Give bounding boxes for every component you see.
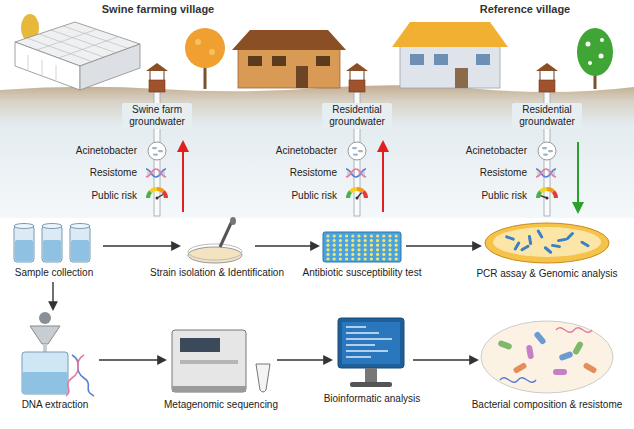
ground bbox=[0, 85, 634, 218]
wells bbox=[146, 63, 558, 216]
step-text: DNA extraction bbox=[22, 399, 89, 411]
workflow-step: Antibiotic susceptibility test bbox=[321, 228, 403, 264]
step-label: Bacterial composition & resistome bbox=[472, 399, 623, 411]
flow-arrow bbox=[406, 245, 480, 246]
step-label: Metagenomic sequencing bbox=[164, 399, 278, 411]
village-title: Swine farming village bbox=[102, 3, 214, 15]
well-label: Residential groundwater bbox=[512, 103, 582, 129]
flow-arrow bbox=[103, 245, 179, 246]
step-text: Sample collection bbox=[15, 267, 93, 279]
indicator-label: Resistome bbox=[480, 167, 527, 179]
indicator-label: Acinetobacter bbox=[276, 145, 337, 157]
orange-tree bbox=[185, 28, 225, 89]
indicator-label: Resistome bbox=[90, 167, 137, 179]
step-text: Strain isolation & Identification bbox=[150, 267, 284, 279]
well-label: Swine farm groundwater bbox=[122, 103, 192, 129]
residential-house bbox=[232, 30, 346, 88]
workflow-step: Metagenomic sequencing bbox=[168, 326, 274, 396]
bacteria-resistome-icon bbox=[481, 321, 613, 393]
dna-extraction-icon bbox=[22, 312, 94, 396]
workflow-step: Bacterial composition & resistome bbox=[480, 320, 614, 396]
step-text: Metagenomic sequencing bbox=[164, 399, 278, 411]
trend-arrows bbox=[183, 142, 578, 212]
flow-arrow bbox=[277, 359, 331, 360]
pcr-dish bbox=[485, 223, 609, 263]
well-label: Residential groundwater bbox=[322, 103, 392, 129]
workflow-step: DNA extraction bbox=[14, 312, 96, 396]
indicator-label: Public risk bbox=[481, 190, 527, 202]
workflow-step: PCR assay & Genomic analysis bbox=[483, 221, 611, 265]
flow-arrow bbox=[255, 245, 318, 246]
green-tree bbox=[577, 28, 613, 89]
flow-arrow bbox=[52, 282, 53, 309]
flow-arrow bbox=[413, 359, 477, 360]
village-title: Reference village bbox=[480, 3, 571, 15]
computer-icon bbox=[338, 318, 404, 387]
indicator-label: Acinetobacter bbox=[466, 145, 527, 157]
step-label: Strain isolation & Identification bbox=[150, 267, 284, 279]
step-label: Antibiotic susceptibility test bbox=[303, 267, 422, 279]
petri-dish-pipette bbox=[188, 217, 242, 263]
swine-farm-building bbox=[15, 22, 140, 90]
step-label: Bioinformatic analysis bbox=[324, 393, 421, 405]
indicator-label: Public risk bbox=[91, 190, 137, 202]
step-text: Bioinformatic analysis bbox=[324, 393, 421, 405]
workflow-step: Bioinformatic analysis bbox=[334, 316, 410, 390]
sequencer-icon bbox=[172, 330, 270, 392]
indicator-label: Acinetobacter bbox=[76, 145, 137, 157]
indicator-label: Public risk bbox=[291, 190, 337, 202]
step-label: Sample collection bbox=[15, 267, 93, 279]
step-text: Antibiotic susceptibility test bbox=[303, 267, 422, 279]
step-label: DNA extraction bbox=[22, 399, 89, 411]
workflow-step: Sample collection bbox=[8, 222, 100, 264]
flow-arrow bbox=[99, 359, 165, 360]
step-text: Bacterial composition & resistome bbox=[472, 399, 623, 411]
reference-house bbox=[392, 22, 508, 88]
step-text: PCR assay & Genomic analysis bbox=[476, 268, 617, 280]
indicator-label: Resistome bbox=[290, 167, 337, 179]
sample-tubes bbox=[14, 224, 90, 263]
well-plate bbox=[323, 232, 401, 262]
workflow-step: Strain isolation & Identification bbox=[182, 218, 252, 264]
step-label: PCR assay & Genomic analysis bbox=[476, 268, 617, 280]
